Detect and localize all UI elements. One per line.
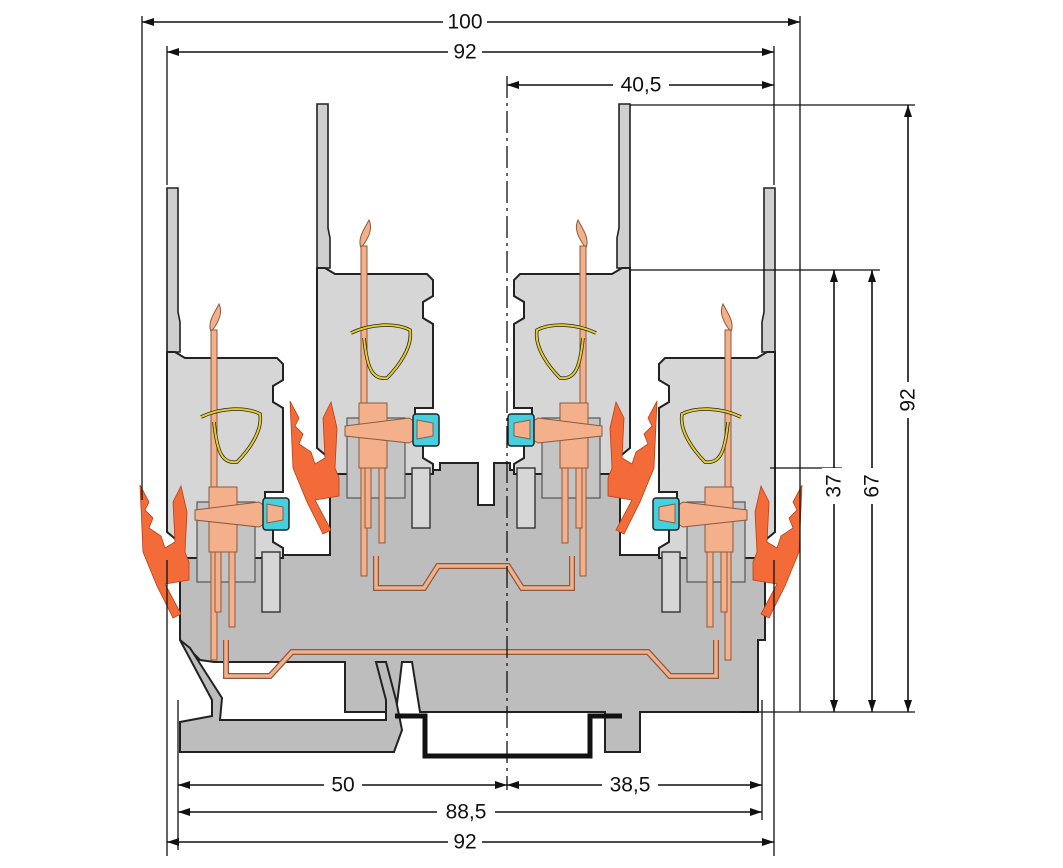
dim-top-overall: 100	[447, 11, 482, 34]
dim-right-mid: 67	[861, 474, 884, 497]
dim-bottom-overall: 92	[453, 831, 476, 854]
terminal-module-3	[506, 102, 659, 578]
terminal-module-2	[288, 102, 441, 578]
terminal-module-4	[651, 186, 804, 662]
dim-top-width: 92	[453, 41, 476, 64]
din-rail	[395, 713, 622, 759]
dimensions: 100 92 40,5 92 67 37 50 38,5 88,5 92	[141, 10, 920, 856]
dim-right-low: 37	[823, 474, 846, 497]
terminal-module-1	[138, 186, 291, 662]
base-housing	[179, 462, 766, 753]
left-foot	[179, 639, 404, 753]
dim-bottom-right: 38,5	[610, 774, 651, 797]
terminal-block	[138, 102, 804, 759]
dim-right-overall: 92	[897, 388, 920, 411]
dim-bottom-left: 50	[331, 774, 354, 797]
dim-top-offset: 40,5	[621, 74, 662, 97]
dim-bottom-mid: 88,5	[446, 801, 487, 824]
